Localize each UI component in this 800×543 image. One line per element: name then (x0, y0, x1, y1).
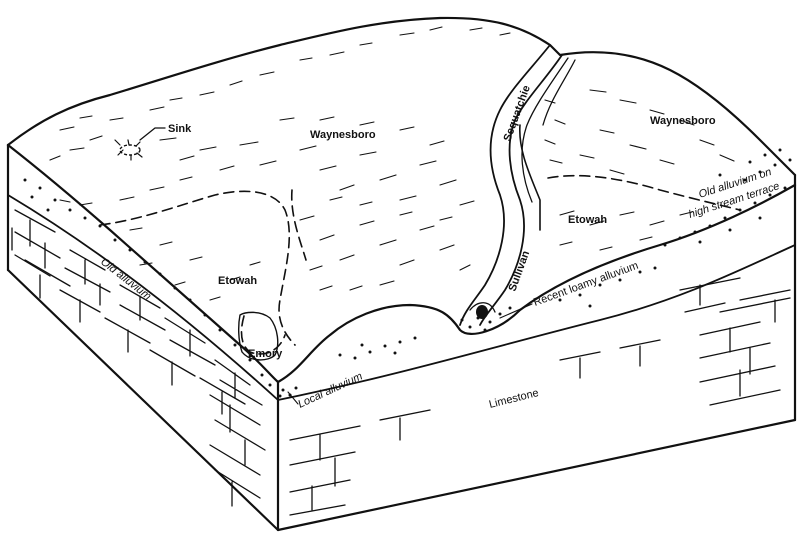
label-local-alluvium: Local alluvium (296, 370, 364, 410)
soil-boundaries (99, 174, 741, 355)
label-sink: Sink (168, 123, 192, 135)
limestone-brick-pattern (11, 209, 791, 516)
stream-channel-marker (476, 305, 488, 319)
terrain-hachures (49, 26, 735, 301)
leader-recent-loamy-alluvium (499, 303, 533, 319)
stream-valley (459, 44, 576, 326)
block-outline (6, 16, 797, 532)
label-etowah-left: Etowah (218, 275, 257, 287)
label-waynesboro-left: Waynesboro (310, 129, 376, 141)
alluvium-stipple (23, 148, 792, 398)
label-recent-loamy-alluvium: Recent loamy alluvium (532, 260, 640, 309)
label-sullivan: Sullivan (507, 249, 533, 293)
sink-symbol (114, 127, 166, 161)
label-waynesboro-right: Waynesboro (650, 115, 716, 127)
label-etowah-right: Etowah (568, 214, 607, 226)
label-limestone: Limestone (488, 387, 540, 411)
emory-outline (237, 311, 279, 361)
label-emory: Emory (248, 348, 283, 360)
label-sequatchie: Sequatchie (502, 84, 533, 143)
leader-local-alluvium (287, 391, 299, 405)
